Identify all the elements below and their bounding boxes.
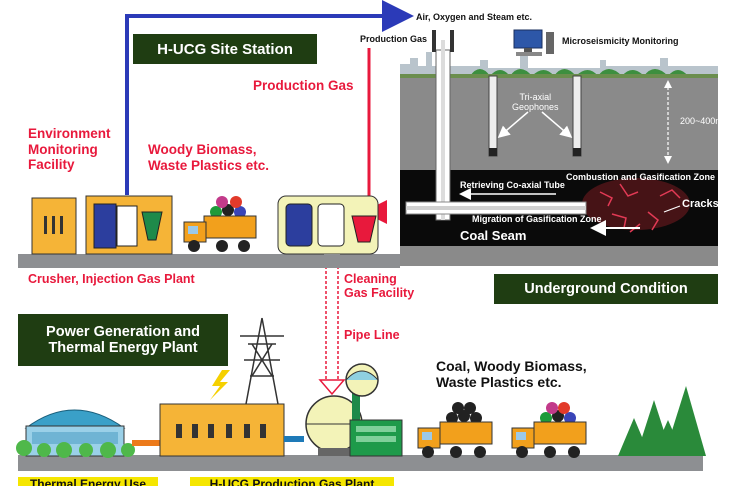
production-plant-box: H-UCG Production Gas Plant <box>190 477 394 486</box>
depth-label: 200~400m <box>680 116 723 126</box>
combustion-zone-label: Combustion and Gasification Zone <box>566 172 716 182</box>
crusher-label: Crusher, Injection Gas Plant <box>28 272 195 286</box>
power-plant <box>159 403 304 457</box>
microseismic-label: Microseismicity Monitoring <box>562 36 679 46</box>
tri-axial-label: Tri-axial Geophones <box>512 92 559 113</box>
thermal-energy-title: Thermal Energy Use <box>29 477 147 486</box>
gas-plant <box>305 363 403 457</box>
cleaning-gas-facility <box>277 195 379 255</box>
pipe-line-label: Pipe Line <box>344 328 400 342</box>
biomass-truck-2 <box>511 402 587 458</box>
power-plant-box: Power Generation and Thermal Energy Plan… <box>18 314 228 366</box>
thermal-energy-box: Thermal Energy Use <box>18 477 158 486</box>
woody-biomass-label: Woody Biomass, Waste Plastics etc. <box>148 142 270 173</box>
pipe-line <box>318 254 346 396</box>
underground-title: Underground Condition <box>524 281 688 297</box>
power-plant-title: Power Generation and Thermal Energy Plan… <box>46 324 200 356</box>
coal-biomass-label: Coal, Woody Biomass, Waste Plastics etc. <box>436 358 587 391</box>
underground-box: Underground Condition <box>494 274 718 304</box>
site-station-title: H-UCG Site Station <box>157 40 293 58</box>
air-oxygen-label: Air, Oxygen and Steam etc. <box>416 12 533 22</box>
lightning-icon <box>210 370 230 400</box>
cracks-label: Cracks <box>682 198 719 210</box>
migration-zone-label: Migration of Gasification Zone <box>472 214 602 224</box>
coal-seam-label: Coal Seam <box>460 228 527 243</box>
lower-ground <box>18 455 703 471</box>
production-gas-label: Production Gas <box>253 78 354 93</box>
transmission-tower <box>240 317 284 405</box>
crusher-plant <box>85 195 173 255</box>
site-station-box: H-UCG Site Station <box>133 34 317 64</box>
trees <box>618 386 706 456</box>
production-plant-title: H-UCG Production Gas Plant <box>209 477 375 486</box>
production-gas-top-label: Production Gas <box>360 34 428 44</box>
env-monitoring-building <box>31 197 77 255</box>
underground-section <box>400 29 718 266</box>
env-monitoring-label: Environment Monitoring Facility <box>28 126 111 173</box>
injection-line <box>125 0 414 195</box>
cleaning-label: Cleaning Gas Facility <box>344 272 415 301</box>
retrieving-tube-label: Retrieving Co-axial Tube <box>460 180 565 190</box>
thermal-dome <box>16 409 160 458</box>
coal-truck <box>417 402 493 458</box>
upper-ground <box>18 254 400 268</box>
biomass-truck-1 <box>183 196 257 252</box>
